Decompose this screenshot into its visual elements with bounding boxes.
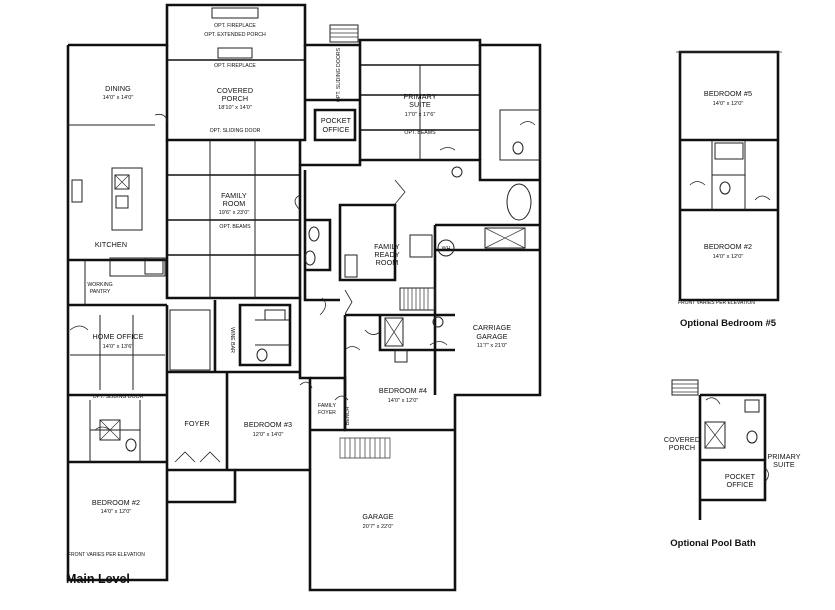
optional-bedroom5-walls (676, 50, 782, 302)
opt-bedroom5-dim: 14'0" x 12'0" (713, 101, 744, 107)
room-covered-porch-line1: COVERED (217, 86, 253, 95)
room-family-line2: ROOM (223, 199, 246, 208)
note-opt-beams-primary: OPT. BEAMS (404, 130, 436, 136)
pool-primary-suite-line1: PRIMARY (767, 452, 800, 461)
room-family-foyer-line2: FOYER (318, 410, 336, 416)
note-opt-fireplace-porch: OPT. FIREPLACE (214, 63, 256, 69)
room-home-office-dim: 14'0" x 13'6" (103, 344, 134, 350)
note-opt-fireplace-top: OPT. FIREPLACE (214, 23, 256, 29)
room-pocket-office-line1: POCKET (321, 116, 352, 125)
note-bench: BENCH (345, 407, 351, 425)
note-front-varies-main: FRONT VARIES PER ELEVATION (68, 552, 145, 558)
room-covered-porch-line2: PORCH (222, 94, 248, 103)
room-ready-line3: ROOM (376, 258, 399, 267)
pool-covered-porch-line1: COVERED (664, 435, 700, 444)
fixtures (71, 141, 532, 452)
main-level-walls (66, 3, 542, 592)
room-wh: WH (442, 246, 451, 252)
door-swings (69, 113, 536, 463)
room-dining-name: DINING (105, 84, 131, 93)
pool-covered-porch-line2: PORCH (669, 443, 695, 452)
room-working-pantry-line1: WORKING (87, 282, 112, 288)
room-primary-suite-line1: PRIMARY (403, 92, 436, 101)
room-pocket-office-line2: OFFICE (323, 125, 350, 134)
notes: OPT. FIREPLACE OPT. EXTENDED PORCH OPT. … (68, 23, 755, 558)
note-wine-bar: WINE BAR (229, 327, 235, 353)
room-carriage-line1: CARRIAGE (473, 323, 511, 332)
room-bedroom3-dim: 12'0" x 14'0" (253, 432, 284, 438)
room-primary-suite-dim: 17'0" x 17'6" (405, 112, 436, 118)
pool-pocket-office-line2: OFFICE (727, 480, 754, 489)
room-bedroom2-dim: 14'0" x 12'0" (101, 509, 132, 515)
captions: Main Level Optional Bedroom #5 Optional … (66, 318, 777, 586)
room-family-foyer-line1: FAMILY (318, 403, 337, 409)
room-labels: DINING 14'0" x 14'0" COVERED PORCH 18'10… (87, 84, 800, 530)
room-kitchen-name: KITCHEN (95, 240, 127, 249)
caption-optional-bedroom5: Optional Bedroom #5 (680, 318, 777, 329)
opt-beams-lines (70, 59, 480, 390)
note-opt-sliding-doors-side: OPT. SLIDING DOORS (336, 47, 342, 102)
caption-main-level: Main Level (66, 572, 130, 586)
room-carriage-line2: GARAGE (476, 332, 507, 341)
room-working-pantry-line2: PANTRY (90, 289, 111, 295)
room-primary-suite-line2: SUITE (409, 100, 431, 109)
room-bedroom4-dim: 14'0" x 12'0" (388, 398, 419, 404)
pool-pocket-office-line1: POCKET (725, 472, 756, 481)
room-dining-dim: 14'0" x 14'0" (103, 95, 134, 101)
room-foyer-name: FOYER (184, 419, 209, 428)
caption-optional-pool-bath: Optional Pool Bath (670, 538, 756, 549)
opt-bedroom2-dim: 14'0" x 12'0" (713, 254, 744, 260)
room-ready-line2: READY (374, 250, 399, 259)
optional-pool-bath-walls (671, 379, 769, 520)
note-opt-sliding-door: OPT. SLIDING DOOR (210, 128, 261, 134)
room-family-line1: FAMILY (221, 191, 247, 200)
opt-bedroom2-name: BEDROOM #2 (704, 242, 752, 251)
room-home-office-name: HOME OFFICE (92, 332, 143, 341)
note-opt-sliding-door-office: OPT. SLIDING DOOR (93, 394, 144, 400)
opt-bedroom5-name: BEDROOM #5 (704, 89, 752, 98)
room-bedroom4-name: BEDROOM #4 (379, 386, 427, 395)
room-garage-dim: 20'7" x 22'0" (363, 524, 394, 530)
room-bedroom3-name: BEDROOM #3 (244, 420, 292, 429)
room-covered-porch-dim: 18'10" x 14'0" (218, 105, 252, 111)
pool-primary-suite-line2: SUITE (773, 460, 795, 469)
fireplaces (211, 7, 259, 59)
room-carriage-dim: 11'7" x 21'0" (477, 343, 507, 349)
room-garage-name: GARAGE (362, 512, 393, 521)
room-bedroom2-name: BEDROOM #2 (92, 498, 140, 507)
room-family-dim: 19'6" x 23'0" (219, 210, 250, 216)
note-opt-extended-porch: OPT. EXTENDED PORCH (204, 32, 266, 38)
note-opt-beams-family: OPT. BEAMS (219, 224, 251, 230)
room-ready-line1: FAMILY (374, 242, 400, 251)
note-front-varies-opt: FRONT VARIES PER ELEVATION (678, 300, 755, 306)
